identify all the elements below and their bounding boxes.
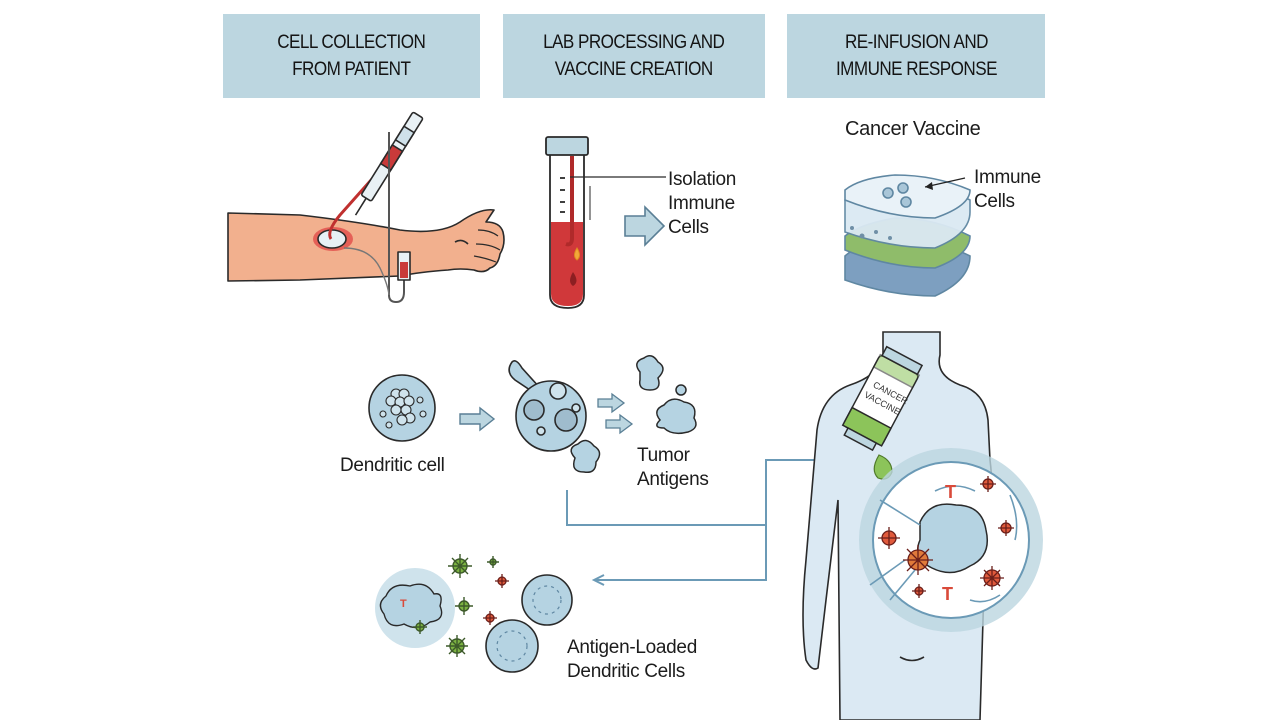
- cancer-vaccine-label: Cancer Vaccine: [845, 118, 981, 140]
- antigen-red-icon: [483, 611, 497, 625]
- antigen-green-icon: [446, 635, 468, 657]
- t-cell-marker: T: [942, 584, 953, 604]
- syringe-icon: [354, 111, 424, 216]
- step-header-text: RE-INFUSION AND IMMUNE RESPONSE: [835, 32, 997, 80]
- dendritic-cell-loaded-icon: [485, 619, 539, 673]
- flow-connector-lines: [566, 459, 824, 586]
- dendritic-cell-label: Dendritic cell: [340, 455, 445, 476]
- t-cell-marker: T: [400, 598, 407, 610]
- step-header-lab-processing: LAB PROCESSING AND VACCINE CREATION: [503, 14, 765, 98]
- dendritic-cell-loaded-icon: [521, 574, 573, 626]
- process-arrow-icon: [605, 413, 634, 435]
- isolation-immune-cells-label: Isolation Immune Cells: [668, 169, 737, 238]
- antigen-loaded-dendritic-cells-label: Antigen-Loaded Dendritic Cells: [567, 637, 697, 682]
- vaccine-layers-illustration: [844, 174, 971, 297]
- vaccine-vial-icon: CANCER VACCINE: [841, 345, 924, 452]
- activated-t-cell-icon: [903, 545, 933, 575]
- tumor-antigen-icon: [570, 355, 697, 474]
- t-cell-marker: T: [945, 482, 956, 502]
- test-tube-illustration: [545, 136, 666, 309]
- antigen-processing-cell-icon: [508, 360, 587, 452]
- step-header-reinfusion: RE-INFUSION AND IMMUNE RESPONSE: [787, 14, 1045, 98]
- antigen-loaded-dendritic-cells-illustration: T: [375, 554, 573, 673]
- process-arrow-icon: [624, 205, 666, 247]
- antigen-green-icon: [448, 554, 472, 578]
- blood-sample-icon: [551, 222, 583, 306]
- antigen-red-icon: [980, 476, 996, 492]
- dendritic-cell-icon: [368, 374, 436, 442]
- step-header-text: CELL COLLECTION FROM PATIENT: [277, 32, 426, 80]
- process-arrow-icon: [597, 392, 626, 414]
- antigen-red-icon: [912, 584, 926, 598]
- antigen-green-icon: [487, 556, 499, 568]
- process-arrow-icon: [459, 406, 496, 432]
- antigen-green-icon: [413, 620, 427, 634]
- antigen-red-icon: [495, 574, 509, 588]
- tube-cap-icon: [545, 136, 589, 156]
- antigen-red-icon: [998, 520, 1014, 536]
- tumor-antigens-label: Tumor Antigens: [637, 445, 709, 490]
- step-header-text: LAB PROCESSING AND VACCINE CREATION: [543, 32, 725, 80]
- antigen-red-icon: [878, 527, 900, 549]
- arm-blood-draw-illustration: [227, 111, 505, 303]
- immune-cells-label: Immune Cells: [974, 167, 1041, 212]
- step-header-cell-collection: CELL COLLECTION FROM PATIENT: [223, 14, 480, 98]
- immune-response-magnifier: T T: [859, 448, 1043, 632]
- antigen-green-icon: [455, 597, 473, 615]
- antigen-red-icon: [980, 566, 1004, 590]
- arm-icon: [227, 208, 505, 282]
